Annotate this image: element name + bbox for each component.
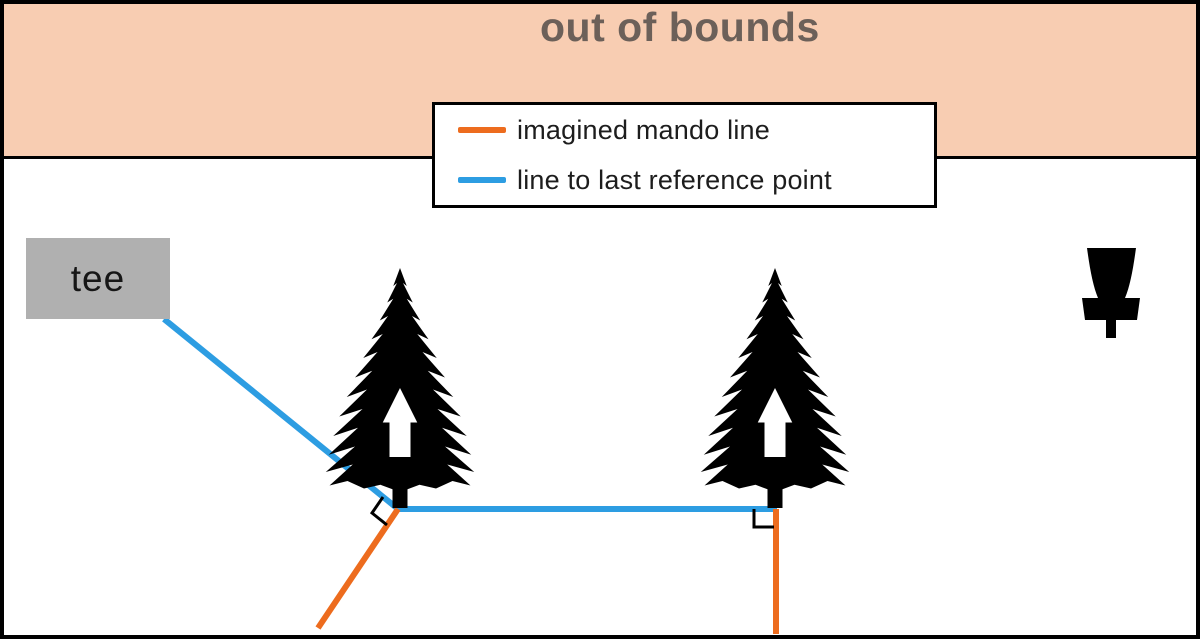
legend-label-reference-line: line to last reference point (517, 164, 832, 195)
disc-golf-basket-icon (1082, 248, 1140, 338)
out-of-bounds-label: out of bounds (540, 4, 820, 50)
pine-tree-icon-right (700, 268, 850, 508)
right-angle-marker-right (752, 509, 774, 529)
reference-line-swatch (458, 177, 506, 183)
legend-label-mando-line: imagined mando line (517, 114, 770, 145)
right-angle-marker-left (369, 496, 388, 527)
basket-pole (1106, 320, 1116, 338)
legend-box: imagined mando line line to last referen… (432, 102, 937, 208)
tee-box: tee (26, 238, 170, 319)
legend-item-reference-line: line to last reference point (458, 159, 934, 201)
up-arrow-cutout (382, 388, 418, 457)
tee-label: tee (70, 257, 126, 299)
mando-line-swatch (458, 127, 506, 133)
pine-tree-icon-left (325, 268, 475, 508)
mando-line-left (315, 507, 401, 630)
basket-tray (1082, 298, 1140, 320)
up-arrow-cutout (757, 388, 793, 457)
legend-item-mando-line: imagined mando line (458, 109, 934, 151)
basket-cage (1087, 248, 1136, 298)
